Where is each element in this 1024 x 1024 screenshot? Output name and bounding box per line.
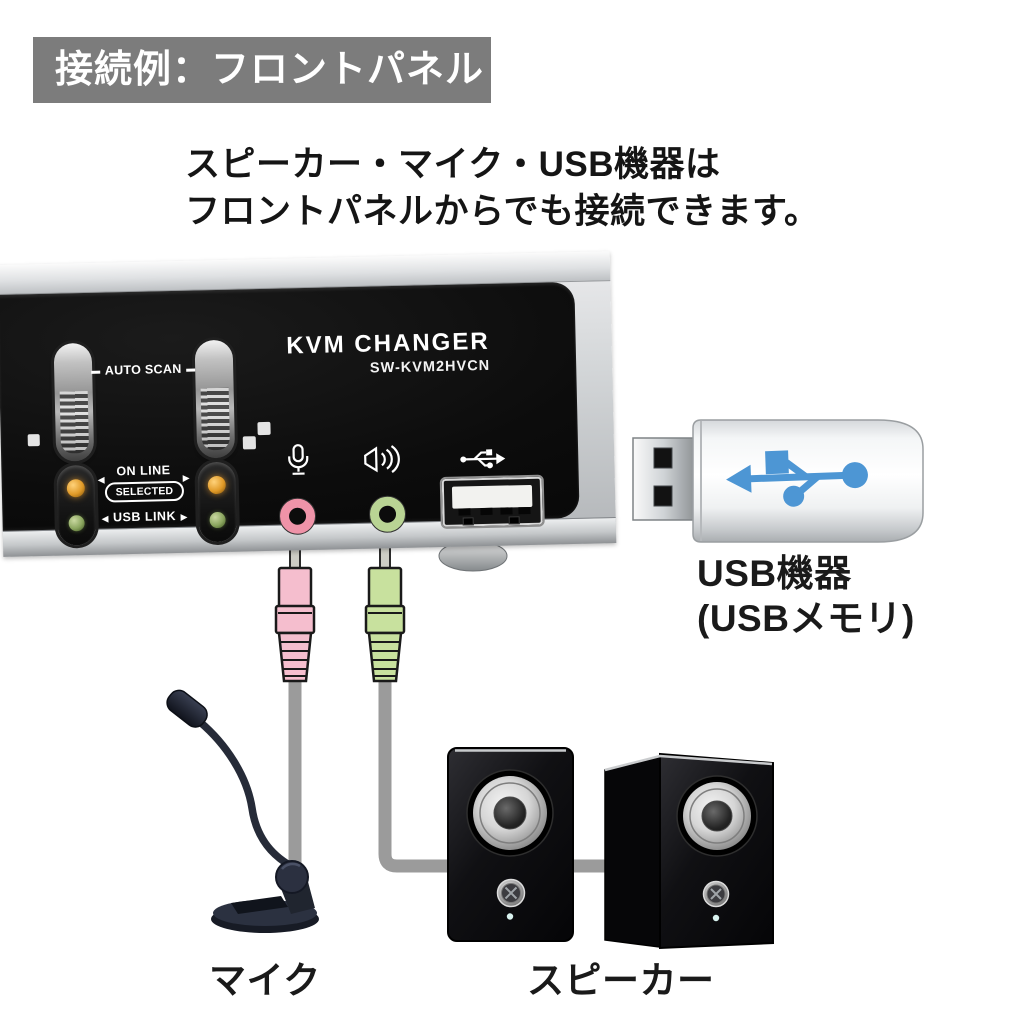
volume-knob bbox=[702, 880, 730, 908]
port2-usb-link-led bbox=[209, 511, 226, 529]
speaker-plug bbox=[364, 532, 406, 683]
arrow-left-icon: ◀ bbox=[101, 513, 109, 524]
microphone-icon bbox=[288, 444, 309, 475]
kvm-switch-device: AUTO SCAN ON LINE ◀ ▶ SELECTED USB LINK … bbox=[0, 251, 617, 557]
device-model: SW-KVM2HVCN bbox=[369, 357, 491, 377]
usb-shell-hole bbox=[508, 516, 520, 525]
section-banner: 接続例：フロントパネル bbox=[33, 37, 491, 103]
usb-contact bbox=[458, 508, 471, 516]
usb-device-label-line-2: (USBメモリ) bbox=[697, 598, 915, 639]
arrow-right-icon: ▶ bbox=[182, 472, 190, 483]
device-brand: KVM CHANGER bbox=[286, 327, 490, 360]
port1-usb-link-led bbox=[68, 515, 85, 532]
mic-plug bbox=[274, 532, 316, 683]
port2-select-button[interactable] bbox=[194, 339, 238, 543]
online-label: ON LINE bbox=[116, 463, 171, 479]
port2-indicator-square bbox=[257, 421, 271, 436]
speaker-jack-port[interactable] bbox=[368, 495, 407, 534]
volume-knob bbox=[496, 878, 526, 908]
auto-scan-label: AUTO SCAN bbox=[104, 361, 182, 378]
subtitle-line-1: スピーカー・マイク・USB機器は bbox=[185, 145, 721, 184]
usb-contact bbox=[480, 507, 493, 516]
microphone-label: マイク bbox=[209, 960, 321, 1001]
subtitle: スピーカー・マイク・USB機器は フロントパネルからでも接続できます。 bbox=[185, 141, 819, 235]
arrow-right-icon: ▶ bbox=[180, 511, 188, 522]
microphone-illustration bbox=[166, 689, 319, 933]
usb-a-port[interactable] bbox=[439, 474, 545, 529]
speaker-cable bbox=[378, 676, 690, 873]
usb-contact bbox=[500, 507, 513, 515]
port2-button-ridges bbox=[200, 387, 231, 451]
front-panel: AUTO SCAN ON LINE ◀ ▶ SELECTED USB LINK … bbox=[0, 281, 580, 546]
port1-led-housing bbox=[56, 464, 97, 546]
usb-device-label-line-1: USB機器 bbox=[697, 553, 852, 594]
port1-select-button[interactable] bbox=[53, 342, 97, 546]
power-led bbox=[506, 913, 514, 920]
port1-button-ridges bbox=[59, 390, 90, 454]
speaker-right-illustration bbox=[604, 752, 774, 950]
port1-online-led bbox=[66, 479, 86, 498]
usb-symbol bbox=[726, 450, 868, 507]
usb-memory-illustration bbox=[632, 419, 924, 543]
usb-port-tongue bbox=[451, 484, 533, 509]
speaker-icon bbox=[364, 445, 400, 473]
power-led bbox=[712, 914, 720, 922]
arrow-left-icon: ◀ bbox=[97, 474, 105, 485]
cables bbox=[288, 676, 690, 873]
port1-indicator-square bbox=[27, 434, 40, 447]
port2-indicator-square bbox=[242, 436, 257, 450]
subtitle-line-2: フロントパネルからでも接続できます。 bbox=[185, 192, 820, 231]
selected-label: SELECTED bbox=[104, 480, 185, 503]
usb-device-label: USB機器 (USBメモリ) bbox=[697, 551, 915, 641]
port2-led-housing bbox=[197, 461, 238, 543]
mic-jack-port[interactable] bbox=[278, 497, 317, 536]
speaker-left-illustration bbox=[447, 747, 574, 942]
speakers-label: スピーカー bbox=[527, 960, 715, 1001]
port2-online-led bbox=[207, 475, 227, 495]
usb-icon bbox=[460, 449, 506, 469]
usb-contact bbox=[518, 506, 531, 515]
usb-shell-hole bbox=[462, 517, 474, 526]
